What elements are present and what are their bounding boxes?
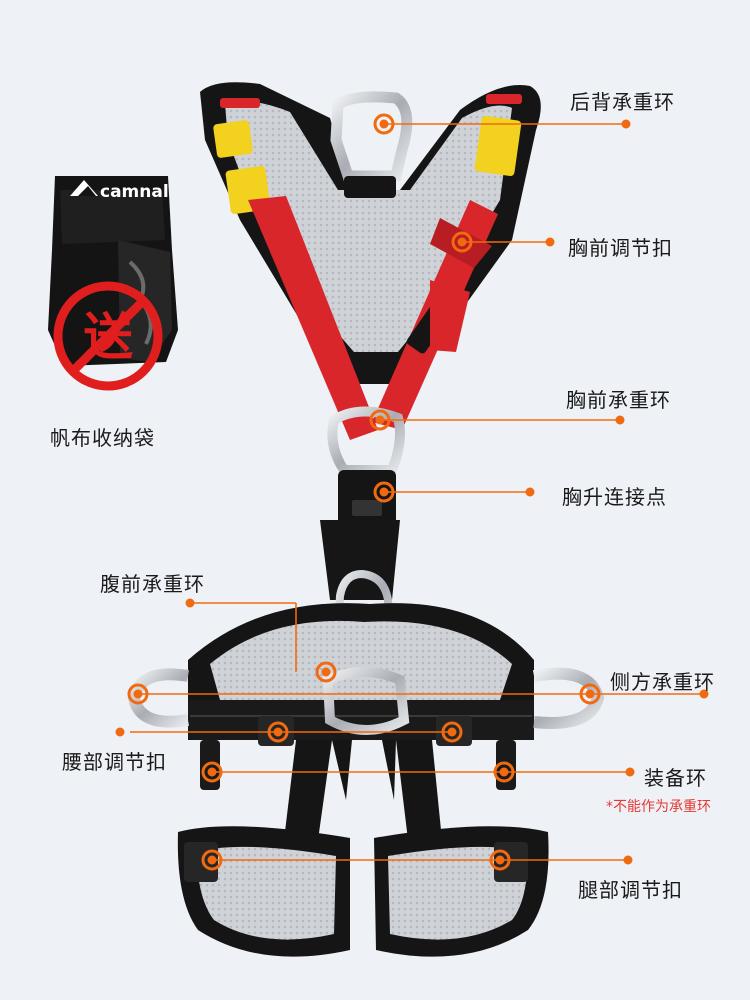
harness [127,82,605,957]
gift-stamp [53,281,163,391]
bag-caption: 帆布收纳袋 [50,426,155,450]
target-markers [127,113,601,871]
gear-loop-warning: *不能作为承重环 [606,799,711,815]
bag-brand: camnal [100,182,169,202]
label-belly-ring: 腹前承重环 [100,572,205,596]
label-waist-adjust: 腰部调节扣 [62,750,167,774]
label-side-ring: 侧方承重环 [610,670,715,694]
label-chest-ring: 胸前承重环 [566,388,671,412]
label-back-ring: 后背承重环 [570,90,675,114]
label-chest-connect: 胸升连接点 [562,485,667,509]
callouts [130,123,704,861]
label-gear-loop: 装备环 [644,766,707,790]
storage-bag [48,176,178,366]
gift-stamp-text: 送 [83,308,133,366]
label-chest-adjust: 胸前调节扣 [568,236,673,260]
callout-dots [115,119,709,865]
label-leg-adjust: 腿部调节扣 [578,878,683,902]
